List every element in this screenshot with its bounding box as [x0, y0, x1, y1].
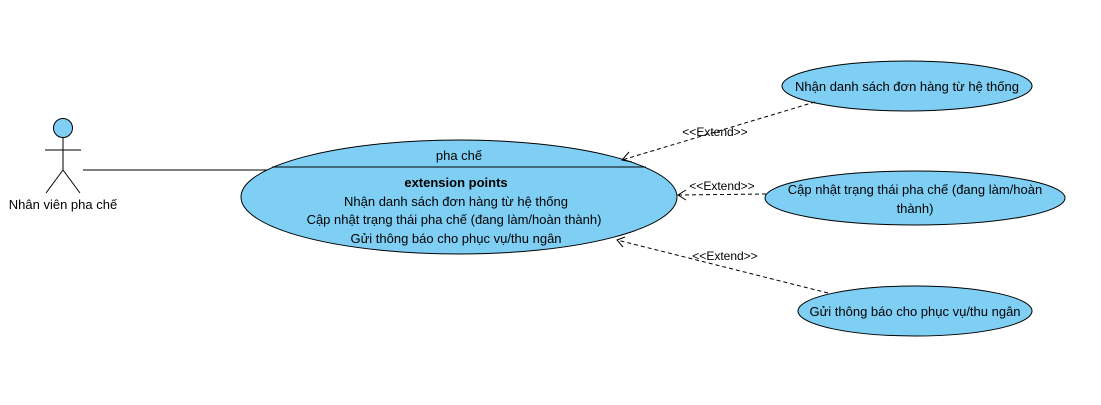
- extending-use-case-3[interactable]: Gửi thông báo cho phục vụ/thu ngân: [797, 285, 1033, 337]
- extend-relation-2-arrowhead-icon: [677, 189, 687, 201]
- actor-head-icon: [53, 118, 73, 138]
- extending-use-case-2-label-line-1: Cập nhật trạng thái pha chế (đang làm/ho…: [788, 182, 1042, 197]
- main-use-case-ellipse: [240, 139, 678, 255]
- extend-relation-3-line: [616, 239, 829, 294]
- extending-use-case-1[interactable]: Nhận danh sách đơn hàng từ hệ thống: [781, 60, 1033, 112]
- extend-relation-2-line: [677, 193, 767, 196]
- extension-point-1: Nhận danh sách đơn hàng từ hệ thống: [344, 194, 568, 209]
- extend-relation-3[interactable]: <<Extend>>: [616, 236, 829, 294]
- extending-use-case-2[interactable]: Cập nhật trạng thái pha chế (đang làm/ho…: [764, 170, 1066, 226]
- main-use-case[interactable]: pha chế extension points Nhận danh sách …: [240, 139, 678, 255]
- actor-left-leg: [45, 169, 64, 194]
- extending-use-case-3-label: Gửi thông báo cho phục vụ/thu ngân: [809, 304, 1020, 319]
- extending-use-case-1-label: Nhận danh sách đơn hàng từ hệ thống: [795, 79, 1019, 94]
- actor-figure[interactable]: [45, 118, 81, 194]
- extend-relation-2[interactable]: <<Extend>>: [677, 179, 767, 201]
- extend-relation-1-arrowhead-icon: [621, 151, 633, 163]
- extension-point-3: Gửi thông báo cho phục vụ/thu ngân: [350, 231, 561, 246]
- extend-relation-2-label: <<Extend>>: [689, 179, 754, 193]
- extend-relation-1-line: [621, 101, 816, 161]
- main-use-case-name: pha chế: [436, 148, 483, 163]
- extension-point-2: Cập nhật trạng thái pha chế (đang làm/ho…: [307, 212, 602, 227]
- actor-label: Nhân viên pha chế: [9, 197, 118, 212]
- extending-use-case-2-label-line-2: thành): [897, 201, 934, 216]
- actor-right-leg: [62, 169, 81, 194]
- extending-use-case-1-ellipse: [781, 60, 1033, 112]
- extension-points-heading: extension points: [404, 175, 507, 190]
- extend-relation-1[interactable]: <<Extend>>: [621, 101, 816, 163]
- extending-use-case-2-ellipse: [764, 170, 1066, 226]
- extend-relation-3-arrowhead-icon: [616, 236, 626, 248]
- extend-relation-3-label: <<Extend>>: [692, 249, 757, 263]
- extending-use-case-3-ellipse: [797, 285, 1033, 337]
- extend-relation-1-label: <<Extend>>: [682, 125, 747, 139]
